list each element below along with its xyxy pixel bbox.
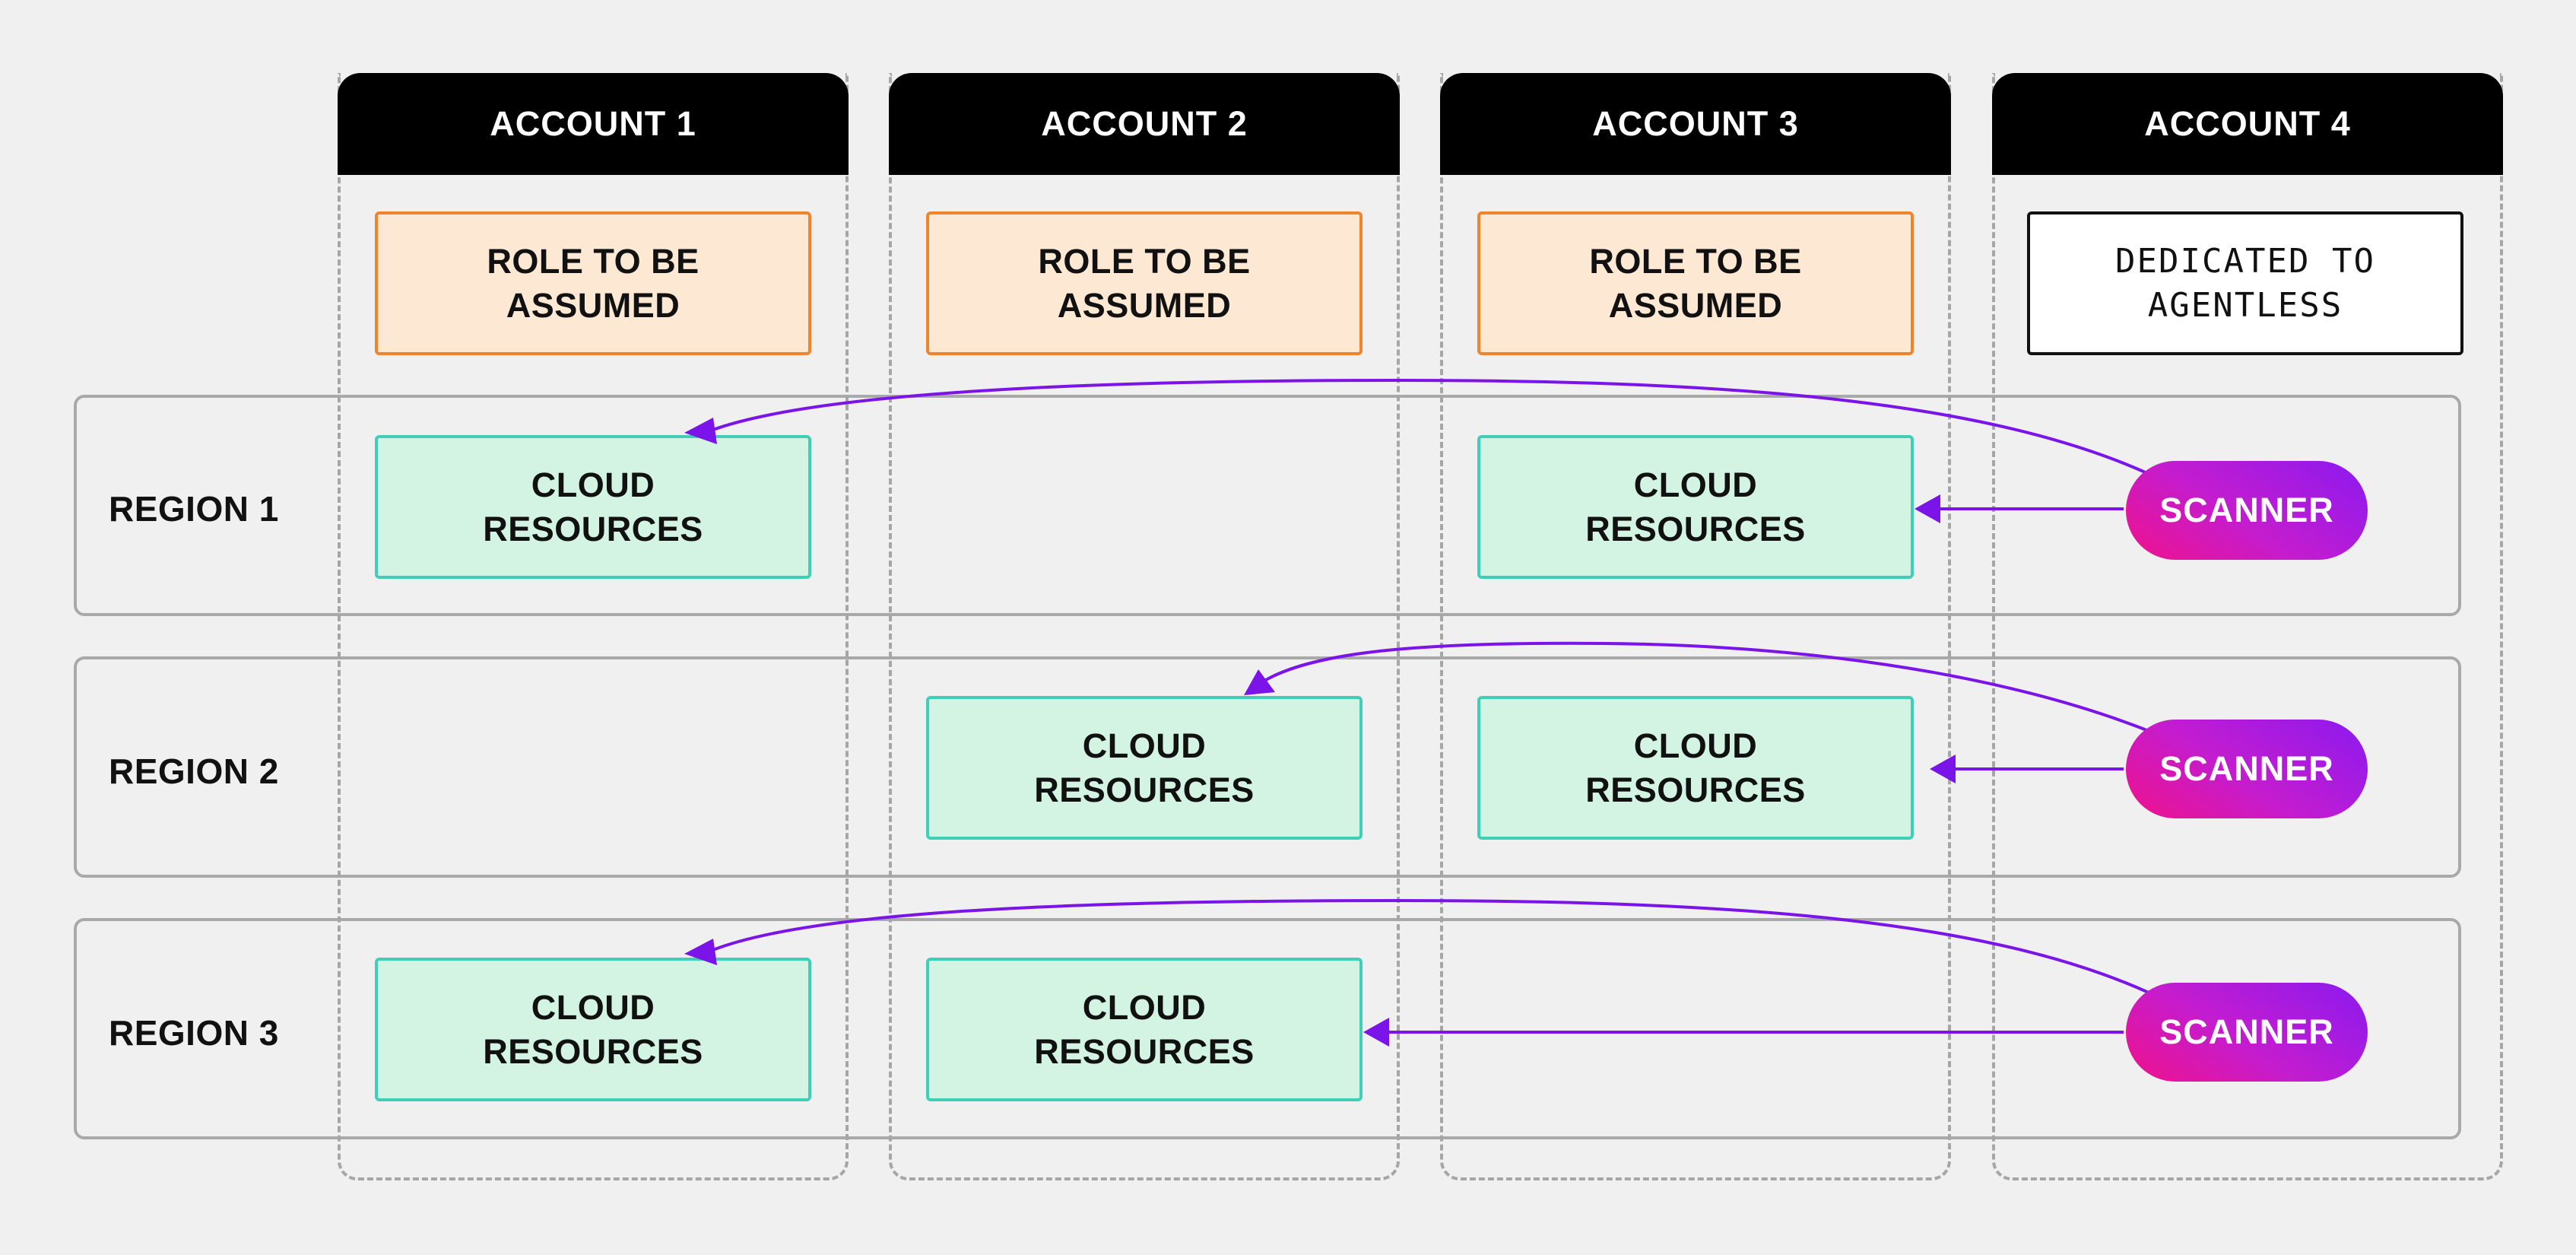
cloud-resources-r2-a2: CLOUD RESOURCES — [926, 696, 1363, 840]
dedicated-box-account-4: DEDICATED TO AGENTLESS — [2027, 211, 2463, 355]
arrow-r1-to-a1 — [710, 378, 2149, 475]
cloud-resources-text: CLOUD RESOURCES — [483, 987, 703, 1071]
account-column-3 — [1440, 73, 1951, 1180]
role-box-text: ROLE TO BE ASSUMED — [1038, 241, 1251, 325]
cloud-resources-r2-a3: CLOUD RESOURCES — [1477, 696, 1914, 840]
dedicated-box-text: DEDICATED TO AGENTLESS — [2115, 241, 2375, 325]
role-box-account-2: ROLE TO BE ASSUMED — [926, 211, 1363, 355]
cloud-resources-r3-a2: CLOUD RESOURCES — [926, 958, 1363, 1101]
role-box-text: ROLE TO BE ASSUMED — [1589, 241, 1802, 325]
role-box-text: ROLE TO BE ASSUMED — [487, 241, 700, 325]
scanner-label: SCANNER — [2159, 749, 2334, 788]
scanner-button-region-3[interactable]: SCANNER — [2126, 983, 2368, 1082]
arrowhead-r2-a2 — [1244, 669, 1275, 695]
region-label-1: REGION 1 — [109, 489, 279, 529]
scanner-label: SCANNER — [2159, 491, 2334, 529]
region-label-3: REGION 3 — [109, 1013, 279, 1053]
arrow-r3-to-a1 — [710, 898, 2149, 994]
cloud-resources-r3-a1: CLOUD RESOURCES — [375, 958, 811, 1101]
scanner-button-region-1[interactable]: SCANNER — [2126, 461, 2368, 560]
cloud-resources-text: CLOUD RESOURCES — [1585, 726, 1806, 809]
region-row-1 — [74, 395, 2461, 616]
scanner-label: SCANNER — [2159, 1012, 2334, 1051]
account-header-3: ACCOUNT 3 — [1440, 73, 1951, 175]
arrowhead-r3-a2 — [1363, 1018, 1389, 1047]
cloud-resources-text: CLOUD RESOURCES — [1585, 465, 1806, 548]
account-column-1 — [338, 73, 849, 1180]
region-row-2 — [74, 656, 2461, 878]
cloud-resources-text: CLOUD RESOURCES — [1034, 726, 1255, 809]
account-header-1: ACCOUNT 1 — [338, 73, 849, 175]
account-column-4 — [1992, 73, 2503, 1180]
region-label-2: REGION 2 — [109, 751, 279, 791]
arrowhead-r2-a3 — [1930, 755, 1956, 783]
cloud-resources-text: CLOUD RESOURCES — [483, 465, 703, 548]
account-header-2: ACCOUNT 2 — [889, 73, 1400, 175]
cloud-resources-r1-a3: CLOUD RESOURCES — [1477, 435, 1914, 579]
scanner-button-region-2[interactable]: SCANNER — [2126, 720, 2368, 818]
arrowhead-r1-a1 — [684, 418, 717, 444]
arrowhead-r3-a1 — [684, 939, 717, 965]
account-column-2 — [889, 73, 1400, 1180]
region-row-3 — [74, 918, 2461, 1139]
cloud-resources-text: CLOUD RESOURCES — [1034, 987, 1255, 1071]
arrowhead-r1-a3 — [1915, 494, 1940, 523]
role-box-account-1: ROLE TO BE ASSUMED — [375, 211, 811, 355]
arrow-r2-to-a2 — [1257, 641, 2149, 732]
cloud-resources-r1-a1: CLOUD RESOURCES — [375, 435, 811, 579]
account-header-4: ACCOUNT 4 — [1992, 73, 2503, 175]
role-box-account-3: ROLE TO BE ASSUMED — [1477, 211, 1914, 355]
